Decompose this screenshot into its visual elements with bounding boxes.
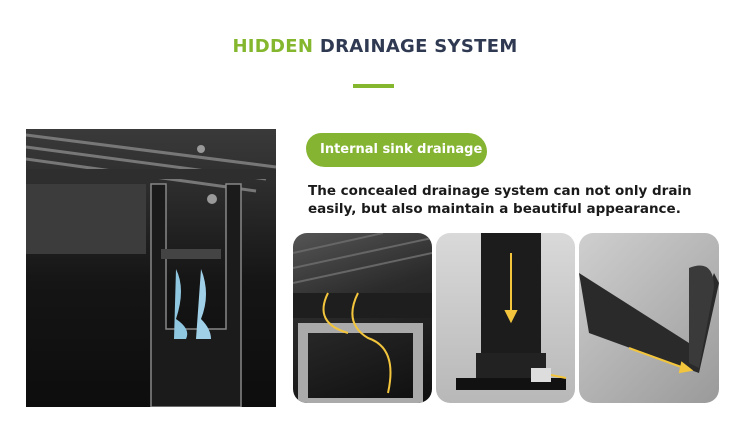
gutter-cross-section-photo [26,129,276,407]
title-underline [353,84,394,88]
page-title: HIDDEN DRAINAGE SYSTEM [0,36,750,57]
post-downpipe-image [436,233,575,403]
roof-gutter-flow-image [293,233,432,403]
gutter-profile-image [579,233,719,403]
title-highlight: HIDDEN [232,36,314,57]
title-rest: DRAINAGE SYSTEM [319,36,518,57]
feature-description: The concealed drainage system can not on… [308,183,692,217]
feature-badge: Internal sink drainage [306,133,487,167]
